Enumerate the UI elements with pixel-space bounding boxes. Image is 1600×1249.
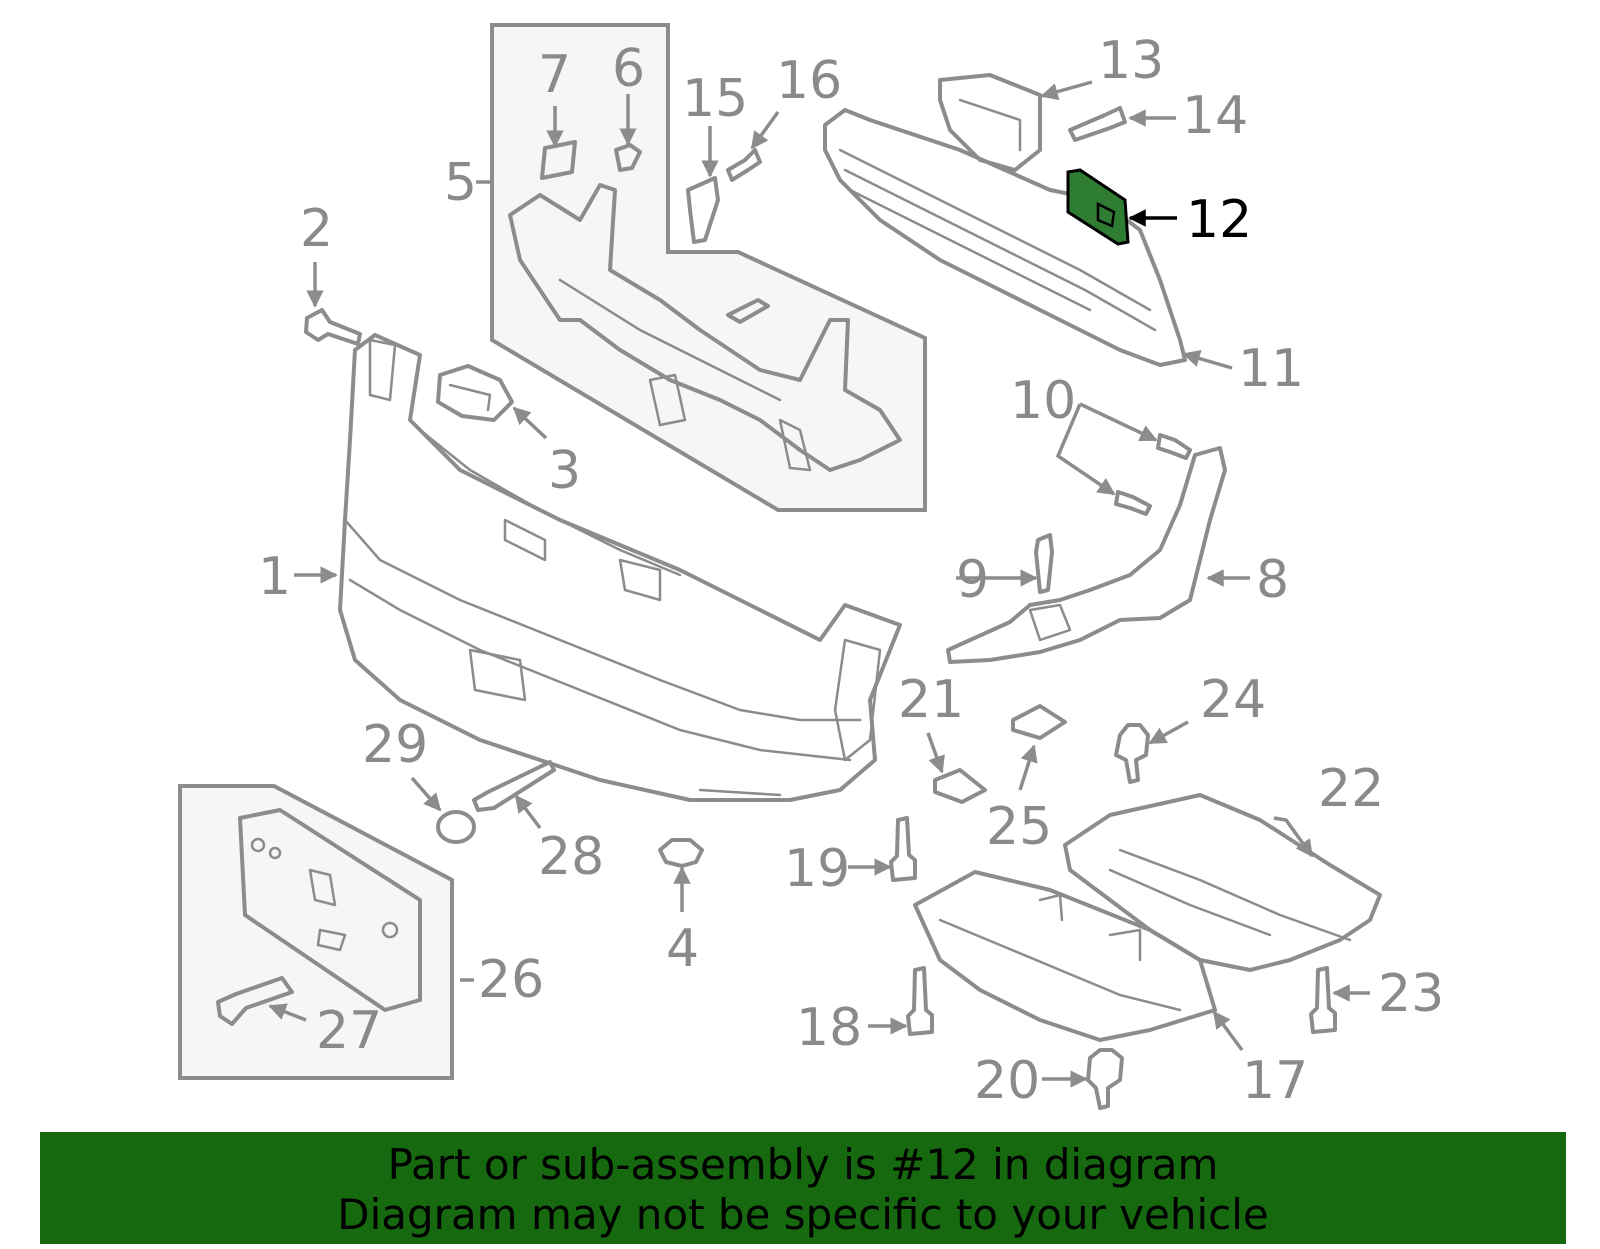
bolt-part-23-drawing <box>1309 966 1337 1034</box>
callout-28: 28 <box>538 827 604 887</box>
nut-part-25-drawing <box>1011 704 1067 740</box>
callout-19: 19 <box>784 839 850 899</box>
cover-part-13-drawing <box>938 73 1042 172</box>
callout-20: 20 <box>974 1051 1040 1111</box>
callout-16: 16 <box>776 51 842 111</box>
screw-part-14-drawing <box>1068 106 1127 142</box>
callout-18: 18 <box>796 998 862 1058</box>
bracket-part-8-drawing <box>946 446 1227 664</box>
callout-10: 10 <box>1010 371 1076 431</box>
callout-14: 14 <box>1182 86 1248 146</box>
pad-part-7-drawing <box>540 140 577 180</box>
callout-5: 5 <box>444 153 477 213</box>
bolt-part-19-drawing <box>889 816 917 882</box>
undercover-part-17-drawing <box>913 870 1217 1042</box>
clip-part-9-drawing <box>1034 533 1054 594</box>
callout-9: 9 <box>956 550 989 610</box>
callout-15: 15 <box>682 69 748 129</box>
callout-13: 13 <box>1098 31 1164 91</box>
leader-lines <box>268 80 1370 1088</box>
callout-24: 24 <box>1200 670 1266 730</box>
callout-12: 12 <box>1186 190 1252 250</box>
cap-part-28-drawing <box>472 760 556 812</box>
bracket-part-12-highlighted <box>1066 168 1130 246</box>
callout-29: 29 <box>362 715 428 775</box>
notice-line-1: Part or sub-assembly is #12 in diagram <box>387 1140 1219 1189</box>
screw-part-10-drawing <box>1114 433 1192 516</box>
callout-21: 21 <box>898 670 964 730</box>
clip-part-20-drawing <box>1086 1048 1124 1110</box>
undercover-part-22-drawing <box>1063 793 1382 972</box>
parts-diagram: 1 2 3 4 5 6 7 8 9 10 11 12 13 14 15 16 1… <box>178 23 1444 1111</box>
callout-27: 27 <box>316 1001 382 1061</box>
bracket-part-15-drawing <box>686 176 720 244</box>
screw-part-27-drawing <box>216 976 294 1026</box>
reinforcement-part-5-drawing <box>508 183 902 472</box>
callout-6: 6 <box>612 39 645 99</box>
bracket-part-3-drawing <box>436 364 514 422</box>
plate-bracket-part-26-drawing <box>238 808 422 1012</box>
callout-labels: 1 2 3 4 5 6 7 8 9 10 11 12 13 14 15 16 1… <box>258 31 1444 1111</box>
inset-box-part-26 <box>178 784 454 1080</box>
clip-part-24-drawing <box>1114 723 1150 784</box>
callout-25: 25 <box>986 797 1052 857</box>
callout-26: 26 <box>478 950 544 1010</box>
callout-2: 2 <box>300 199 333 259</box>
callout-22: 22 <box>1318 759 1384 819</box>
callout-1: 1 <box>258 547 291 607</box>
callout-4: 4 <box>666 919 699 979</box>
bolt-part-18-drawing <box>906 966 934 1036</box>
callout-8: 8 <box>1256 550 1289 610</box>
notice-line-2: Diagram may not be specific to your vehi… <box>337 1190 1269 1239</box>
inset-box-part-5 <box>490 23 927 512</box>
callout-3: 3 <box>548 441 581 501</box>
notice-banner: Part or sub-assembly is #12 in diagram D… <box>40 1132 1566 1244</box>
nut-part-21-drawing <box>933 768 987 804</box>
callout-11: 11 <box>1238 339 1304 399</box>
screw-part-16-drawing <box>726 148 762 182</box>
bumper-cover-drawing <box>338 333 902 802</box>
clip-part-6-drawing <box>614 143 642 172</box>
clip-part-4-drawing <box>658 838 704 868</box>
callout-7: 7 <box>538 45 571 105</box>
callout-17: 17 <box>1242 1051 1308 1111</box>
bolt-part-2-drawing <box>304 308 362 346</box>
callout-23: 23 <box>1378 964 1444 1024</box>
cap-part-29-drawing <box>436 810 476 844</box>
